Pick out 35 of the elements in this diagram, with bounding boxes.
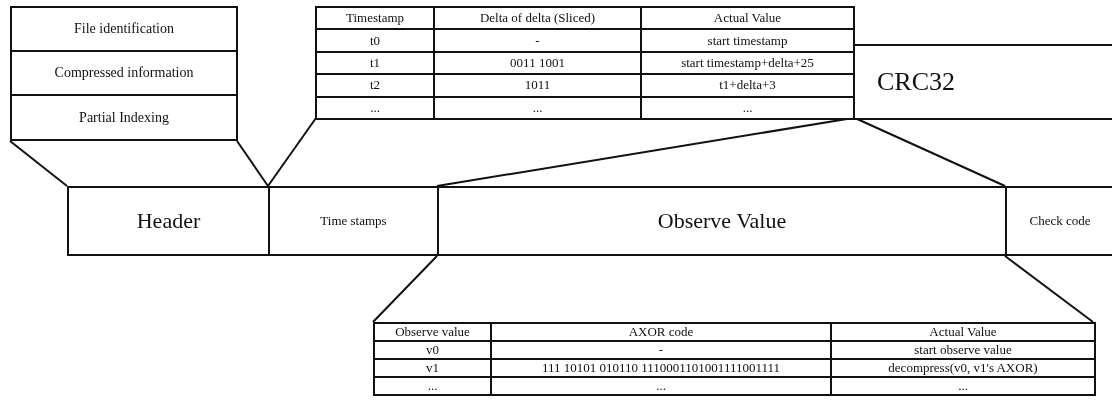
table-value: start timestamp+delta+25 (641, 51, 854, 75)
table-value: 1011 (434, 74, 641, 97)
table-value: - (434, 29, 641, 52)
table-value: t1+delta+3 (641, 74, 854, 97)
column-header: Timestamp (316, 7, 434, 30)
field-row: Compressed information (10, 50, 238, 96)
field-row: File identification (10, 6, 238, 52)
table-value: v1 (374, 359, 491, 377)
table-value: 0011 1001 (434, 51, 641, 75)
table-value: ... (831, 377, 1095, 395)
table-value: ... (374, 377, 491, 395)
table-value: decompress(v0, v1's AXOR) (831, 359, 1095, 377)
file-segment: Observe Value (437, 186, 1007, 256)
field-row: Partial Indexing (10, 94, 238, 141)
table-value: v0 (374, 341, 491, 359)
table-value: t2 (316, 74, 434, 97)
table-value: ... (641, 96, 854, 119)
table-value: start observe value (831, 341, 1095, 359)
table-value: ... (434, 96, 641, 119)
table-value: t1 (316, 51, 434, 75)
column-header: Delta of delta (Sliced) (434, 7, 641, 30)
table-value: t0 (316, 29, 434, 52)
checksum-field-box: CRC32 (853, 44, 1112, 120)
column-header: Observe value (374, 323, 491, 341)
table-value: ... (316, 96, 434, 119)
column-header: Actual Value (641, 7, 854, 30)
table-value: - (491, 341, 831, 359)
table-value: start timestamp (641, 29, 854, 52)
file-segment: Time stamps (268, 186, 439, 256)
file-segment: Header (67, 186, 270, 256)
column-header: AXOR code (491, 323, 831, 341)
file-segment: Check code (1005, 186, 1112, 256)
table-value: ... (491, 377, 831, 395)
table-value: 111 10101 010110 1110001101001111001111 (491, 359, 831, 377)
column-header: Actual Value (831, 323, 1095, 341)
